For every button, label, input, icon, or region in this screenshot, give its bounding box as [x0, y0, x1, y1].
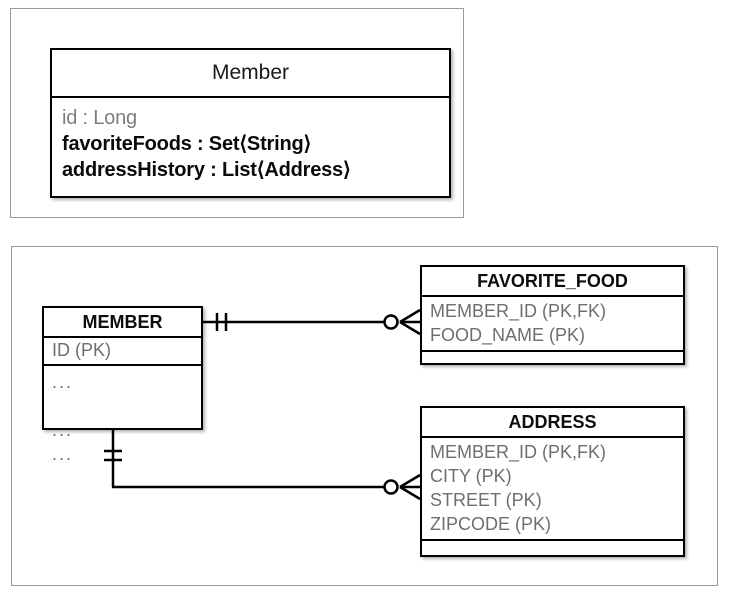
erd-column-section	[422, 350, 683, 376]
erd-column-section: ... ... ...	[44, 364, 201, 464]
erd-key-section: MEMBER_ID (PK,FK) FOOD_NAME (PK)	[422, 295, 683, 350]
erd-table-title: ADDRESS	[508, 412, 597, 432]
uml-attribute-row: id : Long	[62, 107, 137, 129]
erd-key-row: CITY (PK)	[430, 466, 512, 486]
erd-key-row: MEMBER_ID (PK,FK)	[430, 442, 607, 462]
erd-key-section: ID (PK)	[44, 336, 201, 364]
uml-panel: Member id : Long favoriteFoods : Set⟨Str…	[10, 8, 464, 218]
erd-key-section: MEMBER_ID (PK,FK) CITY (PK) STREET (PK) …	[422, 436, 683, 539]
erd-table-favorite-food[interactable]: FAVORITE_FOOD MEMBER_ID (PK,FK) FOOD_NAM…	[420, 265, 685, 365]
erd-key-row: ID (PK)	[52, 340, 112, 360]
uml-attribute-row: favoriteFoods : Set⟨String⟩	[62, 133, 312, 155]
erd-table-title: MEMBER	[82, 312, 163, 332]
uml-class-title: Member	[211, 61, 290, 84]
uml-class-box-member[interactable]: Member id : Long favoriteFoods : Set⟨Str…	[50, 48, 451, 198]
erd-column-section	[422, 539, 683, 565]
erd-table-title: FAVORITE_FOOD	[477, 271, 628, 291]
erd-key-row: STREET (PK)	[430, 490, 542, 510]
erd-key-row: FOOD_NAME (PK)	[430, 325, 586, 345]
erd-table-member[interactable]: MEMBER ID (PK) ... ... ...	[42, 306, 203, 464]
erd-column-row: ...	[52, 420, 74, 440]
erd-key-row: MEMBER_ID (PK,FK)	[430, 301, 607, 321]
uml-attribute-row: addressHistory : List⟨Address⟩	[62, 159, 351, 181]
erd-table-address[interactable]: ADDRESS MEMBER_ID (PK,FK) CITY (PK) STRE…	[420, 406, 685, 557]
erd-key-row: ZIPCODE (PK)	[430, 514, 552, 534]
erd-column-row: ...	[52, 372, 74, 392]
erd-column-row	[44, 394, 201, 418]
uml-class-attributes: id : Long favoriteFoods : Set⟨String⟩ ad…	[52, 96, 449, 183]
erd-column-row: ...	[52, 444, 74, 464]
